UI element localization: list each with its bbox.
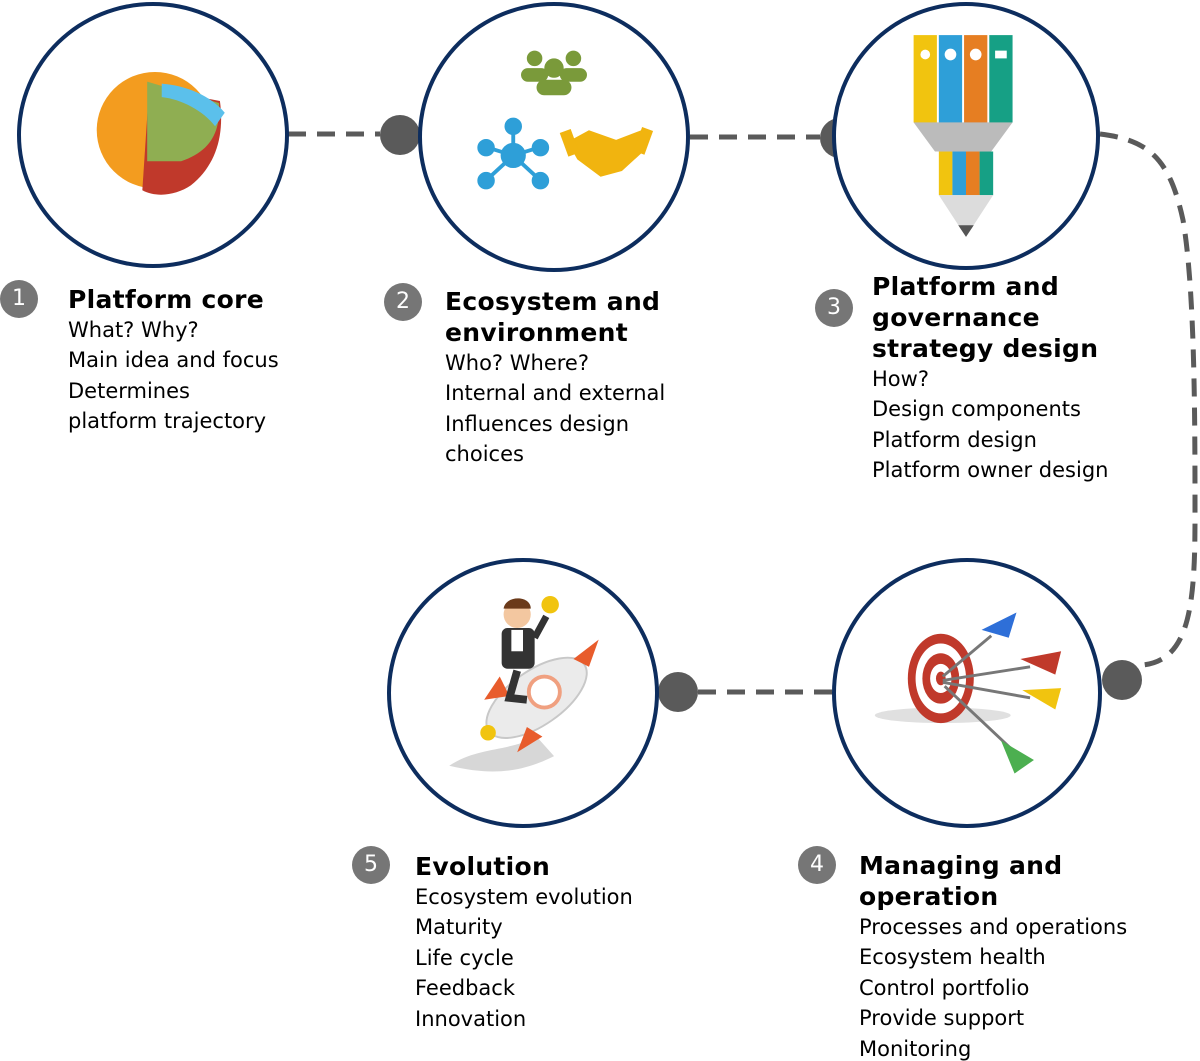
- step-3-title-line: governance: [872, 303, 1040, 332]
- target-darts-icon: [874, 612, 1062, 774]
- list-item: Ecosystem health: [859, 945, 1046, 970]
- list-item: choices: [445, 442, 524, 467]
- list-item: Who? Where?: [445, 351, 589, 375]
- step-4-title-line: Managing and: [859, 851, 1063, 880]
- step-1-badge: 1: [0, 280, 38, 318]
- handshake-icon: [559, 127, 654, 177]
- list-item: Feedback: [415, 976, 516, 1001]
- step-1-title: Platform core: [68, 284, 279, 315]
- step-5-circle: [387, 558, 659, 828]
- step-3-badge: 3: [815, 289, 853, 327]
- step-5-text: Evolution Ecosystem evolution Maturity L…: [415, 851, 633, 1034]
- step-1-lines: What? Why? Main idea and focus Determine…: [68, 315, 279, 437]
- list-item: Platform design: [872, 427, 1037, 452]
- step-2-title-line: environment: [445, 318, 628, 347]
- step-2-circle: [418, 2, 690, 272]
- step-4-title: Managing and operation: [859, 850, 1127, 912]
- step-1-title-line: Platform core: [68, 285, 265, 314]
- businessman-rocket-icon: [449, 595, 599, 772]
- step-4-circle: [832, 558, 1102, 828]
- list-item: Monitoring: [859, 1036, 972, 1061]
- list-item: What? Why?: [68, 318, 199, 342]
- list-item: Influences design: [445, 411, 630, 436]
- step-4-title-line: operation: [859, 882, 999, 911]
- step-4-lines: Processes and operations Ecosystem healt…: [859, 912, 1127, 1061]
- connector-dot-4: [658, 672, 698, 712]
- list-item: Ecosystem evolution: [415, 885, 633, 909]
- step-3-title-line: Platform and: [872, 272, 1060, 301]
- list-item: Processes and operations: [859, 915, 1128, 939]
- list-item: How?: [872, 367, 929, 391]
- step-2-text: Ecosystem and environment Who? Where? In…: [445, 286, 665, 470]
- connector-dot-1: [380, 115, 420, 155]
- step-3-title: Platform and governance strategy design: [872, 271, 1108, 364]
- list-item: Innovation: [415, 1006, 527, 1031]
- list-item: Provide support: [859, 1006, 1025, 1031]
- list-item: Platform owner design: [872, 458, 1109, 483]
- step-5-title-line: Evolution: [415, 852, 551, 881]
- step-2-badge: 2: [384, 283, 422, 321]
- layered-sphere-icon: [96, 71, 225, 195]
- step-1-circle: [17, 2, 289, 268]
- network-icon: [477, 117, 550, 190]
- list-item: platform trajectory: [68, 409, 267, 434]
- step-4-text: Managing and operation Processes and ope…: [859, 850, 1127, 1061]
- step-2-lines: Who? Where? Internal and external Influe…: [445, 348, 665, 470]
- step-3-text: Platform and governance strategy design …: [872, 271, 1108, 486]
- step-4-badge: 4: [798, 846, 836, 884]
- pencil-infographic-icon: [913, 35, 1013, 237]
- people-group-icon: [521, 50, 587, 96]
- step-5-lines: Ecosystem evolution Maturity Life cycle …: [415, 882, 633, 1034]
- step-3-circle: [832, 2, 1100, 270]
- step-2-title-line: Ecosystem and: [445, 287, 661, 316]
- list-item: Life cycle: [415, 945, 514, 970]
- step-2-title: Ecosystem and environment: [445, 286, 665, 348]
- connector-dot-3: [1102, 660, 1142, 700]
- step-1-text: Platform core What? Why? Main idea and f…: [68, 284, 279, 437]
- list-item: Determines: [68, 378, 190, 403]
- people-network-handshake-icons: [477, 50, 654, 190]
- step-3-title-line: strategy design: [872, 334, 1099, 363]
- list-item: Control portfolio: [859, 975, 1030, 1000]
- step-5-title: Evolution: [415, 851, 633, 882]
- step-5-badge: 5: [352, 846, 390, 884]
- list-item: Maturity: [415, 915, 503, 940]
- list-item: Internal and external: [445, 381, 666, 406]
- list-item: Design components: [872, 397, 1081, 422]
- connector-3-4: [1099, 131, 1198, 668]
- list-item: Main idea and focus: [68, 348, 279, 373]
- step-3-lines: How? Design components Platform design P…: [872, 364, 1108, 486]
